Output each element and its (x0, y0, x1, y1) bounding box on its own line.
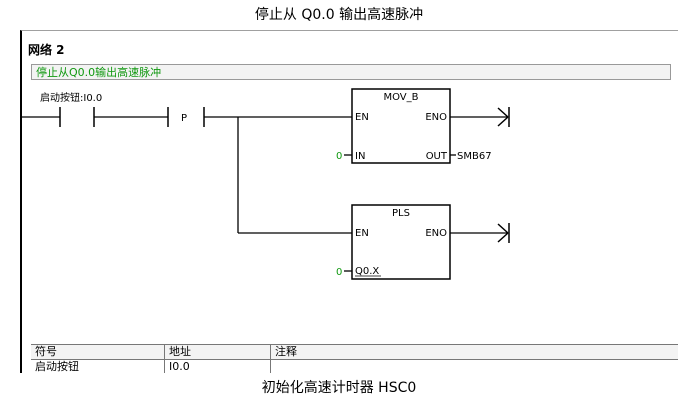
mov-b-in-pin: IN (355, 151, 365, 162)
table-row[interactable]: 启动按钮 I0.0 (31, 360, 678, 373)
mov-b-block[interactable] (351, 88, 451, 164)
symbol-table-header: 符号 地址 注释 (31, 344, 678, 360)
contact-label: 启动按钮:I0.0 (40, 91, 102, 104)
edge-label: P (181, 113, 187, 124)
header-comment[interactable]: 注释 (270, 345, 678, 359)
row-symbol: 启动按钮 (35, 360, 79, 373)
pls-title: PLS (392, 208, 410, 219)
ladder-diagram: 启动按钮:I0.0 P MOV_B EN ENO IN OUT 0 SMB67 (22, 88, 510, 280)
caption-bottom: 初始化高速计时器 HSC0 (261, 380, 417, 396)
mov-b-en: EN (355, 112, 369, 123)
contact-start-button[interactable] (59, 107, 95, 127)
pls-q-pin: Q0.X (355, 266, 379, 277)
network-comment[interactable]: 停止从Q0.0输出高速脉冲 (31, 64, 671, 80)
eno-arrow-icon (497, 107, 510, 127)
ladder-editor[interactable]: 网络 2 停止从Q0.0输出高速脉冲 启动按钮:I0.0 P MOV_B EN … (20, 30, 678, 373)
mov-b-out-value[interactable]: SMB67 (457, 151, 492, 162)
header-symbol[interactable]: 符号 (35, 345, 57, 358)
header-address[interactable]: 地址 (164, 345, 270, 359)
pls-en: EN (355, 228, 369, 239)
symbol-table: 符号 地址 注释 启动按钮 I0.0 (31, 344, 678, 373)
pls-q-value[interactable]: 0 (336, 267, 342, 278)
mov-b-title: MOV_B (383, 92, 418, 103)
pls-block[interactable] (351, 204, 451, 280)
mov-b-eno: ENO (425, 112, 447, 123)
network-title: 网络 2 (28, 43, 65, 57)
eno-arrow-icon (497, 223, 510, 243)
pls-eno: ENO (425, 228, 447, 239)
row-address: I0.0 (164, 360, 270, 373)
mov-b-out-pin: OUT (426, 151, 448, 162)
mov-b-in-value[interactable]: 0 (336, 151, 342, 162)
row-comment (270, 360, 678, 373)
caption-top: 停止从 Q0.0 输出高速脉冲 (254, 7, 424, 23)
